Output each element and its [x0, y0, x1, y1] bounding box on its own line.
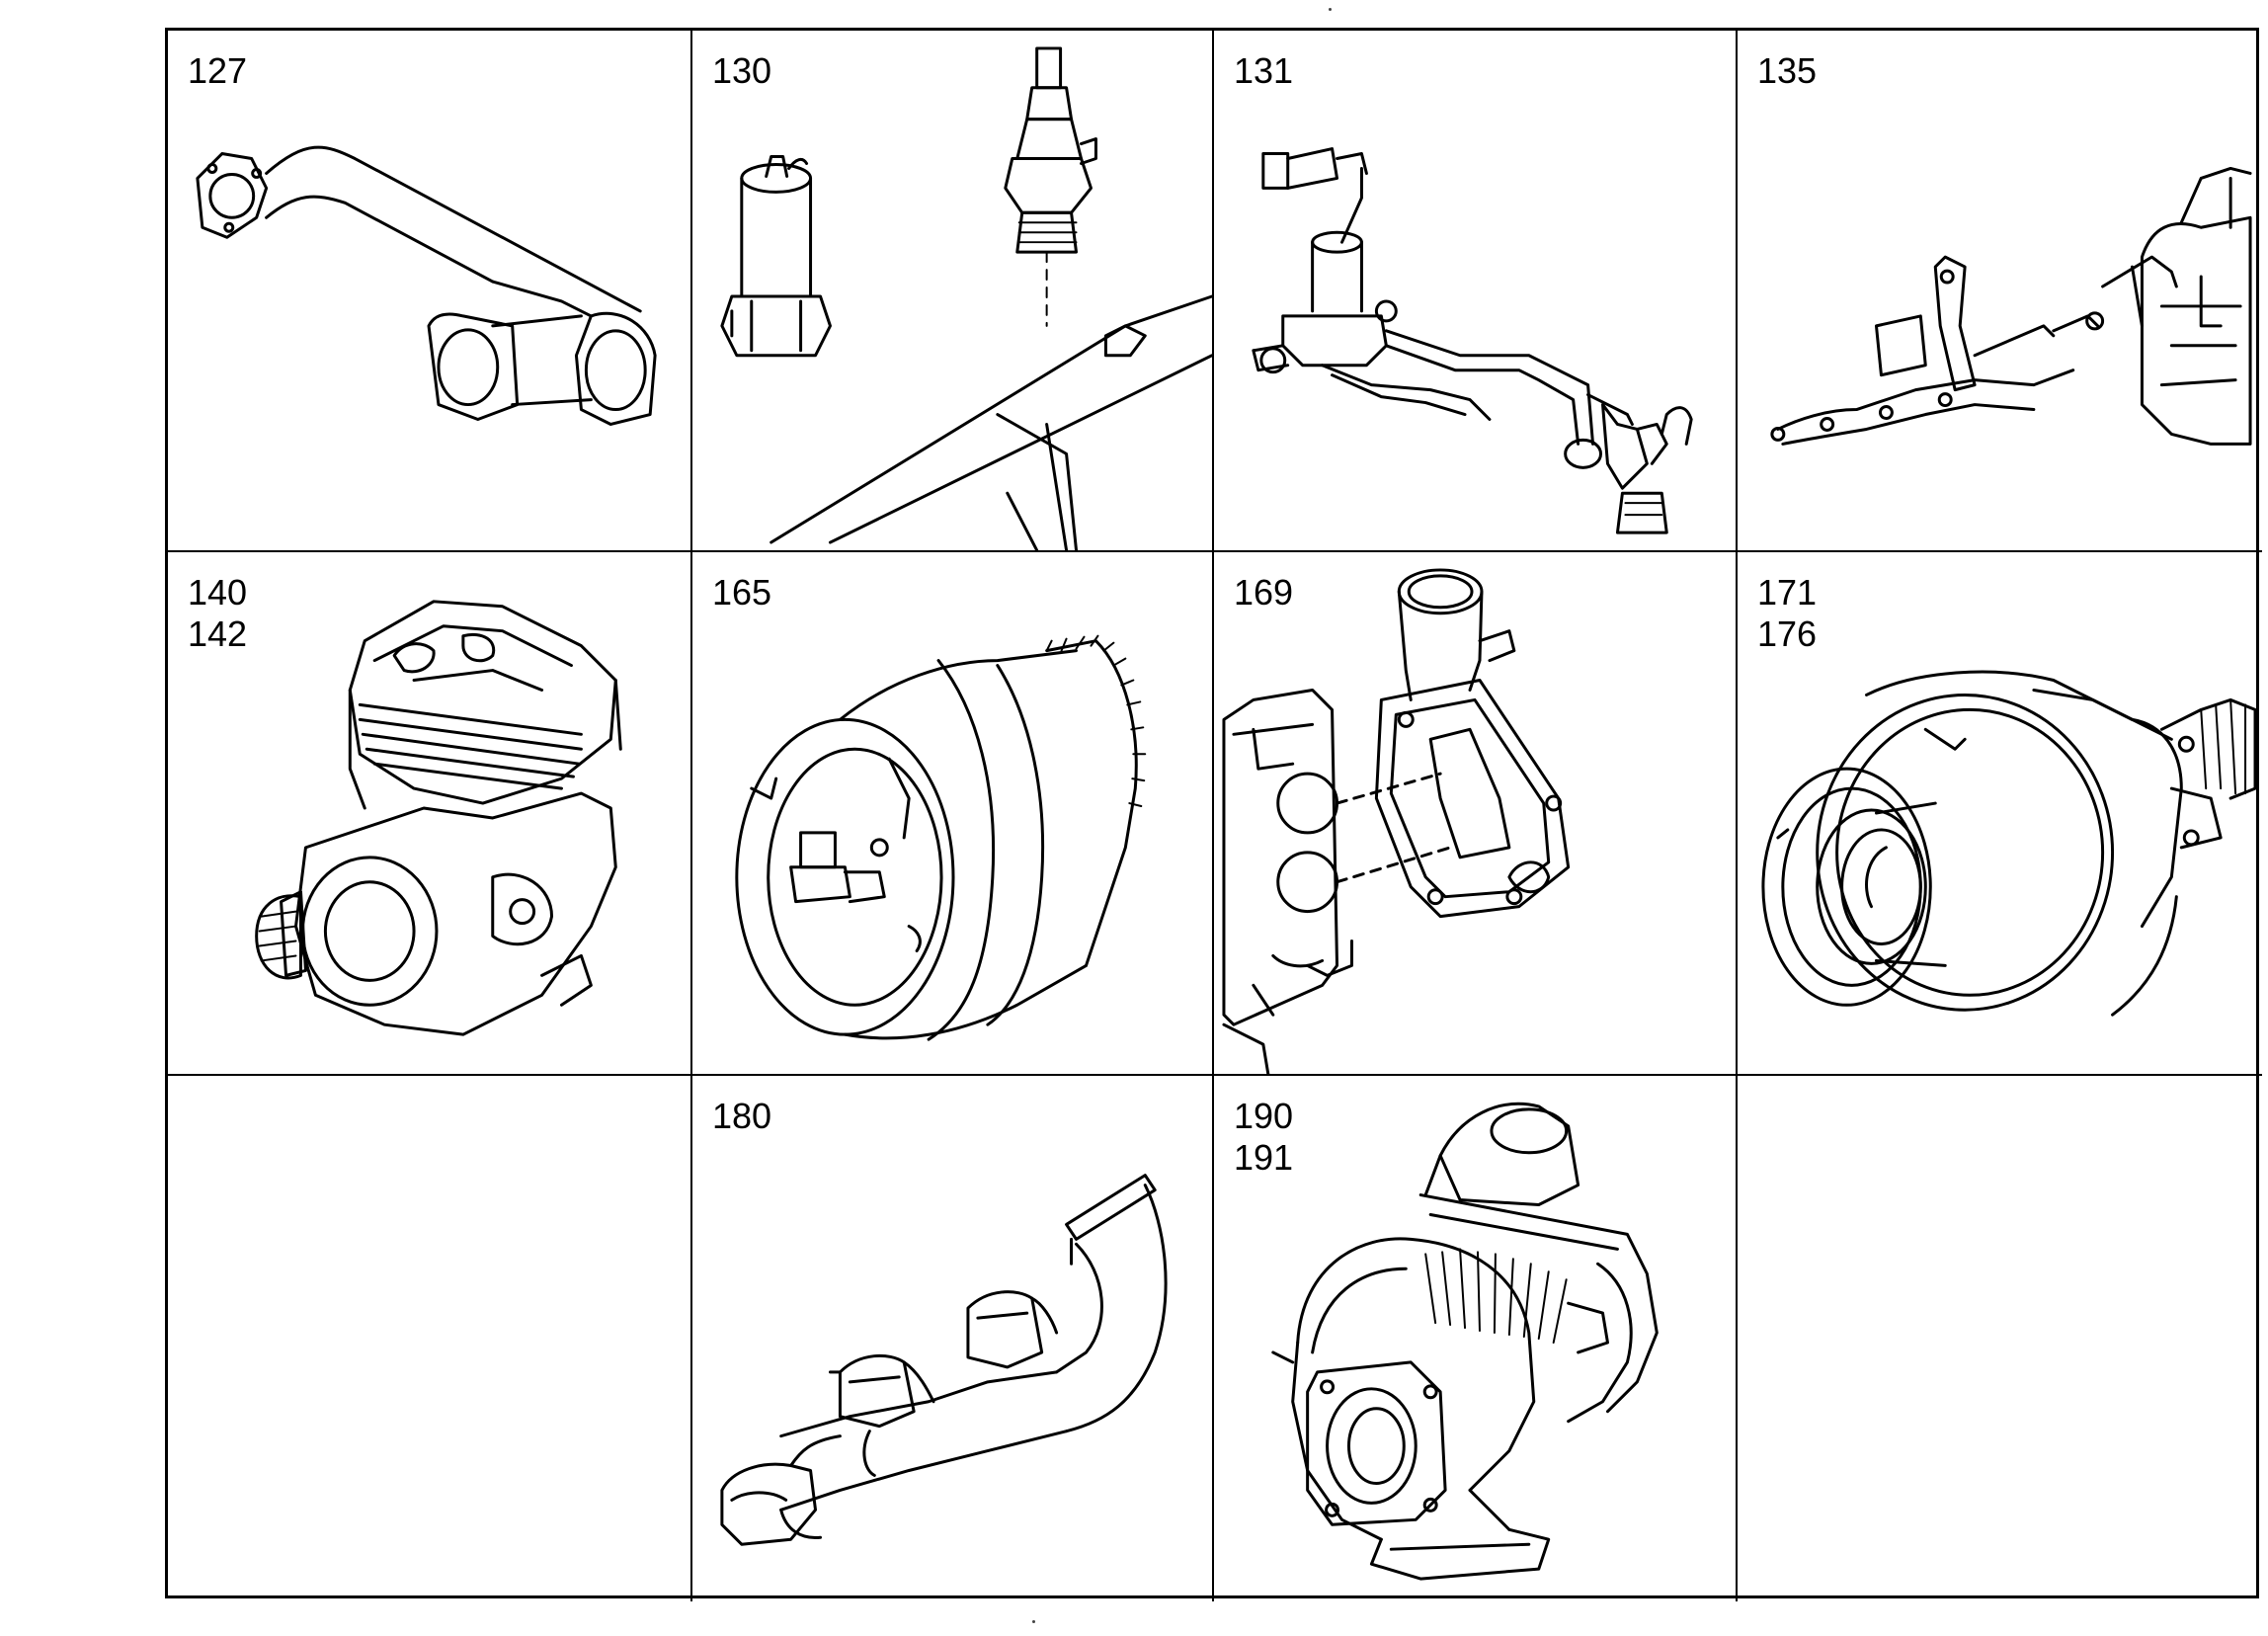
part-number: 142	[188, 614, 248, 654]
cell-pulley-drive[interactable]: 165	[692, 552, 1214, 1076]
parts-catalog-grid: 127 130	[165, 28, 2262, 1601]
scan-speck	[1032, 1620, 1035, 1623]
cell-sensor-harness[interactable]: 131	[1214, 31, 1738, 552]
part-number-label: 171 176	[1757, 572, 1817, 655]
part-number-label: 180	[712, 1096, 771, 1137]
part-number-label: 169	[1234, 572, 1293, 614]
part-number: 171	[1757, 572, 1818, 613]
part-number: 165	[712, 572, 772, 613]
part-number: 131	[1234, 50, 1294, 91]
exhaust-pipe-icon	[196, 145, 657, 426]
cell-empty-right	[1738, 1076, 2262, 1601]
cell-water-pump[interactable]: 171 176	[1738, 552, 2262, 1076]
exhaust-manifold-icon	[720, 1174, 1168, 1546]
part-number: 135	[1757, 50, 1818, 91]
cell-turbocharger[interactable]: 190 191	[1214, 1076, 1738, 1601]
turbocharger-icon	[1271, 1102, 1659, 1581]
pulley-drive-icon	[735, 634, 1147, 1041]
cell-linkage-bracket[interactable]: 135	[1738, 31, 2262, 552]
part-number-label: 190 191	[1234, 1096, 1293, 1179]
scan-speck	[1329, 8, 1332, 11]
part-number: 190	[1234, 1096, 1294, 1136]
cell-sensor-and-plug[interactable]: 130	[692, 31, 1214, 552]
part-number: 191	[1234, 1137, 1294, 1178]
linkage-bracket-icon	[1770, 166, 2252, 446]
part-number-label: 130	[712, 50, 771, 92]
cell-air-compressor[interactable]: 140 142	[168, 552, 692, 1076]
thermostat-housing-icon	[1222, 568, 1571, 1074]
part-number: 127	[188, 50, 248, 91]
part-number: 180	[712, 1096, 772, 1136]
sensor-and-spark-plug-icon	[720, 46, 1212, 550]
sensor-harness-icon	[1252, 147, 1693, 534]
part-number: 176	[1757, 614, 1818, 654]
cell-thermostat-housing[interactable]: 169	[1214, 552, 1738, 1076]
water-pump-icon	[1761, 670, 2257, 1017]
part-number-label: 165	[712, 572, 771, 614]
part-number: 169	[1234, 572, 1294, 613]
part-number-label: 127	[188, 50, 247, 92]
part-number-label: 140 142	[188, 572, 247, 655]
part-number-label: 135	[1757, 50, 1817, 92]
part-number: 140	[188, 572, 248, 613]
cell-exhaust-pipe[interactable]: 127	[168, 31, 692, 552]
part-number-label: 131	[1234, 50, 1293, 92]
air-compressor-icon	[255, 600, 622, 1036]
cell-empty-left	[168, 1076, 692, 1601]
cell-exhaust-manifold[interactable]: 180	[692, 1076, 1214, 1601]
part-number: 130	[712, 50, 772, 91]
